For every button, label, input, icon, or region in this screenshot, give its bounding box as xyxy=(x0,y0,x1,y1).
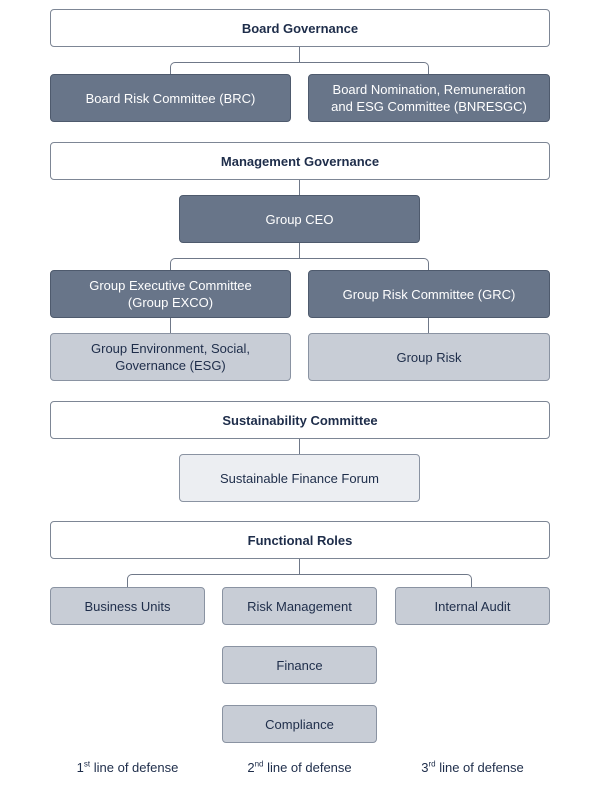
brc-label: Board Risk Committee (BRC) xyxy=(85,90,256,106)
connector-line xyxy=(299,574,472,587)
legend-third-line-of-defense: 3rd line of defense xyxy=(421,759,524,775)
connector-line xyxy=(170,258,300,271)
functional-roles-header: Functional Roles xyxy=(50,521,550,559)
connector-line xyxy=(170,318,171,333)
group-exco-label-line1: Group Executive Committee xyxy=(89,278,252,293)
connector-line xyxy=(428,318,429,333)
sustainability-committee-header: Sustainability Committee xyxy=(50,401,550,439)
bnresgc-label-line2: and ESG Committee (BNRESGC) xyxy=(331,99,527,114)
finance-box: Finance xyxy=(222,646,377,684)
board-governance-header: Board Governance xyxy=(50,9,550,47)
connector-line xyxy=(299,243,300,259)
group-ceo-box: Group CEO xyxy=(179,195,420,243)
business-units-label: Business Units xyxy=(84,598,171,614)
group-esg-label-line2: Governance (ESG) xyxy=(115,358,226,373)
bnresgc-label-line1: Board Nomination, Remuneration xyxy=(332,82,526,97)
finance-label: Finance xyxy=(276,657,323,673)
compliance-box: Compliance xyxy=(222,705,377,743)
group-exco-box: Group Executive Committee (Group EXCO) xyxy=(50,270,291,318)
legend-second-line-of-defense: 2nd line of defense xyxy=(247,759,352,775)
management-governance-header: Management Governance xyxy=(50,142,550,180)
connector-line xyxy=(299,46,300,63)
business-units-box: Business Units xyxy=(50,587,205,625)
connector-line xyxy=(299,559,300,575)
connector-line xyxy=(299,62,429,75)
group-risk-label: Group Risk xyxy=(396,349,462,365)
functional-roles-title: Functional Roles xyxy=(247,532,353,548)
internal-audit-label: Internal Audit xyxy=(434,598,511,614)
bnresgc-box: Board Nomination, Remuneration and ESG C… xyxy=(308,74,550,122)
connector-line xyxy=(127,574,300,587)
sustainability-committee-title: Sustainability Committee xyxy=(222,412,378,428)
risk-management-box: Risk Management xyxy=(222,587,377,625)
group-esg-box: Group Environment, Social, Governance (E… xyxy=(50,333,291,381)
internal-audit-box: Internal Audit xyxy=(395,587,550,625)
group-exco-label-line2: (Group EXCO) xyxy=(127,295,214,310)
grc-label: Group Risk Committee (GRC) xyxy=(342,286,516,302)
board-governance-title: Board Governance xyxy=(241,20,359,36)
connector-line xyxy=(170,62,300,75)
management-governance-title: Management Governance xyxy=(220,153,380,169)
sustainable-finance-forum-box: Sustainable Finance Forum xyxy=(179,454,420,502)
connector-line xyxy=(299,180,300,196)
group-ceo-label: Group CEO xyxy=(265,211,334,227)
group-esg-label-line1: Group Environment, Social, xyxy=(91,341,250,356)
grc-box: Group Risk Committee (GRC) xyxy=(308,270,550,318)
legend-first-line-of-defense: 1st line of defense xyxy=(76,759,179,775)
compliance-label: Compliance xyxy=(265,716,334,732)
connector-line xyxy=(299,438,300,454)
group-risk-box: Group Risk xyxy=(308,333,550,381)
brc-box: Board Risk Committee (BRC) xyxy=(50,74,291,122)
sustainable-finance-forum-label: Sustainable Finance Forum xyxy=(220,470,379,486)
risk-management-label: Risk Management xyxy=(247,598,352,614)
connector-line xyxy=(299,258,429,271)
